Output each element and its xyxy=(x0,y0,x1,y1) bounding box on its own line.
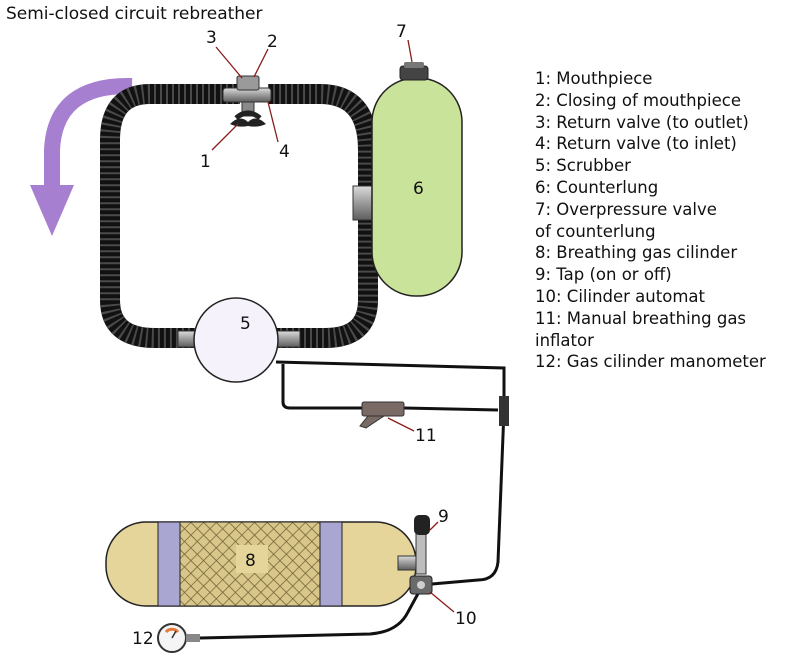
manual-inflator xyxy=(359,401,405,429)
callout-3: 3 xyxy=(206,28,217,48)
legend-line: 7: Overpressure valve xyxy=(535,199,717,219)
breathing-gas-cylinder xyxy=(105,521,417,607)
cylinder-tap xyxy=(397,515,430,575)
line-junction xyxy=(499,396,509,426)
callout-1: 1 xyxy=(200,152,211,172)
legend-line: 2: Closing of mouthpiece xyxy=(535,90,741,110)
callout-5: 5 xyxy=(240,314,251,334)
gas-cilinder-manometer xyxy=(157,623,200,653)
callout-9: 9 xyxy=(438,507,449,527)
callout-10: 10 xyxy=(455,609,477,629)
legend-line: 11: Manual breathing gas xyxy=(535,308,747,328)
legend-line: 5: Scrubber xyxy=(535,156,631,176)
flow-direction-arrow xyxy=(30,77,133,236)
legend-line: 6: Counterlung xyxy=(535,177,659,197)
callout-6: 6 xyxy=(413,179,424,199)
breathing-hose-loop xyxy=(100,84,378,348)
counterlung xyxy=(371,62,463,297)
scrubber xyxy=(177,297,301,383)
legend-line: 3: Return valve (to outlet) xyxy=(535,112,749,132)
callout-12: 12 xyxy=(132,629,154,649)
legend-line: 1: Mouthpiece xyxy=(535,69,653,88)
legend-line: 10: Cilinder automat xyxy=(535,286,705,306)
legend-line: inflator xyxy=(535,330,594,350)
diagram-title: Semi-closed circuit rebreather xyxy=(6,4,263,24)
legend-line: 12: Gas cilinder manometer xyxy=(535,352,766,372)
cylinder-automat xyxy=(409,575,433,595)
legend-line: 8: Breathing gas cilinder xyxy=(535,243,738,263)
mouthpiece-assembly xyxy=(222,75,272,127)
legend-line: of counterlung xyxy=(535,221,656,241)
parts-legend: 1: Mouthpiece 2: Closing of mouthpiece 3… xyxy=(535,68,766,373)
callout-2: 2 xyxy=(267,32,278,52)
callout-leaders xyxy=(211,39,455,613)
callout-7: 7 xyxy=(396,22,407,42)
callout-4: 4 xyxy=(279,142,290,162)
legend-line: 4: Return valve (to inlet) xyxy=(535,134,737,154)
legend-line: 9: Tap (on or off) xyxy=(535,265,672,285)
callout-11: 11 xyxy=(415,426,437,446)
callout-8: 8 xyxy=(245,551,256,571)
